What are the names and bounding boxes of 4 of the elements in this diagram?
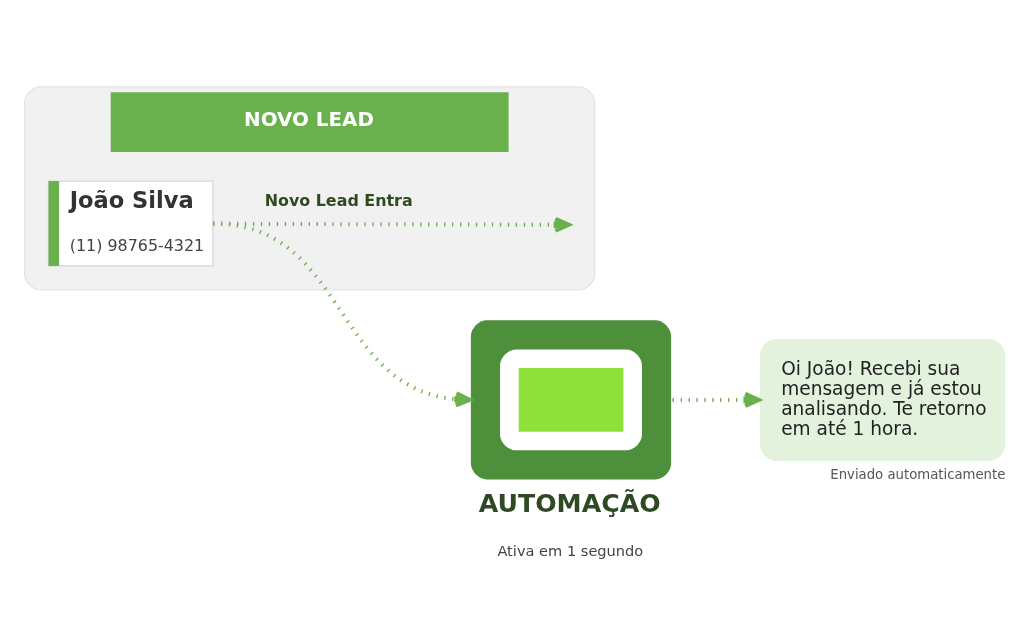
node-label: Enviado automaticamente: [830, 466, 1006, 482]
node-label: AUTOMAÇÃO: [478, 488, 661, 518]
edge-label: Novo Lead Entra: [264, 190, 413, 210]
label: Ativa em 1 segundo: [497, 541, 644, 559]
